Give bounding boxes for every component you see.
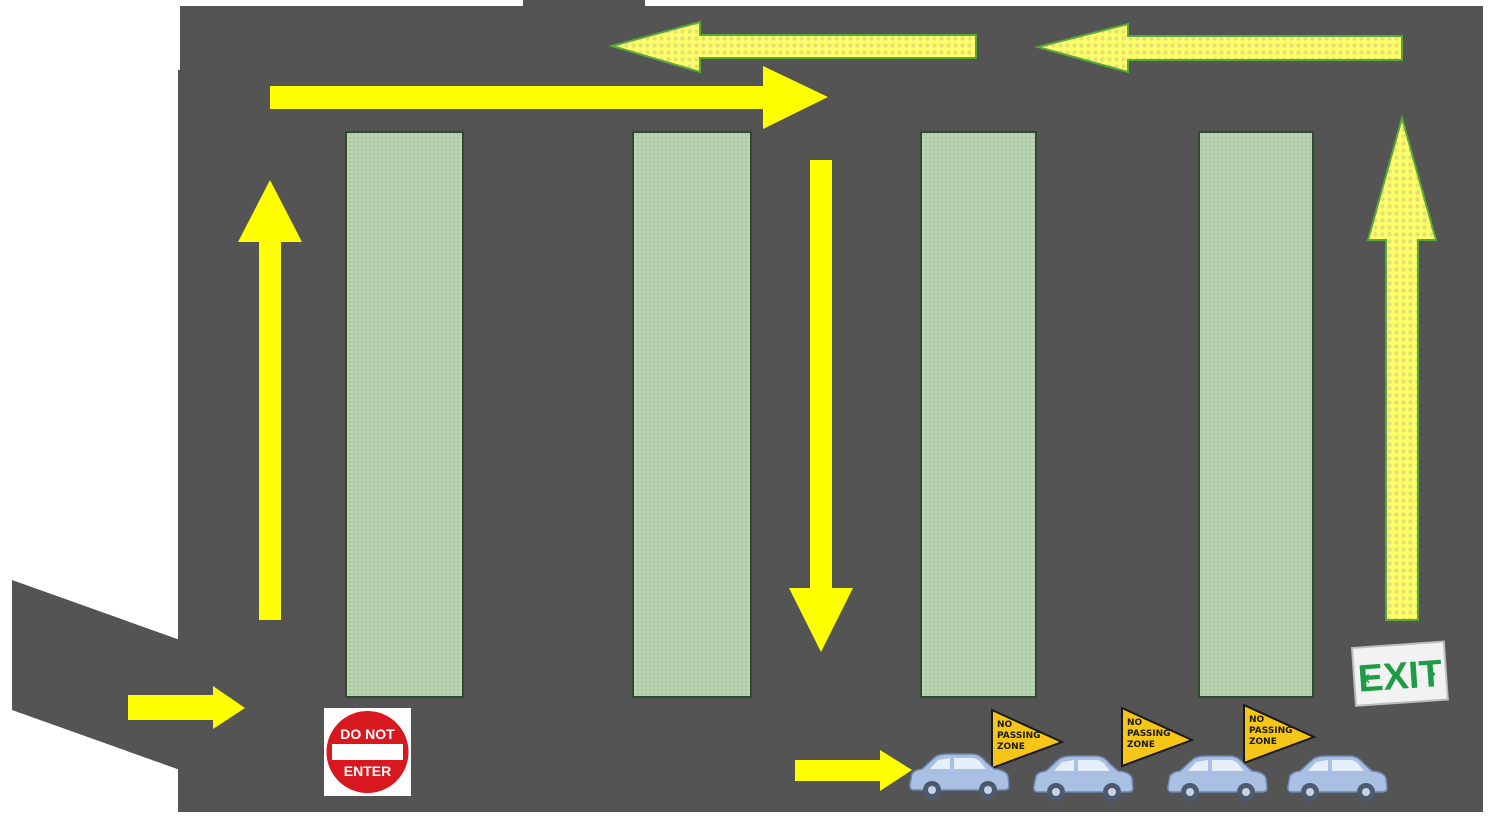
no-passing-zone-sign: NO PASSING ZONE bbox=[991, 708, 1065, 770]
car-queue bbox=[909, 753, 1388, 801]
no-passing-line1: NO bbox=[997, 720, 1013, 730]
no-passing-line3: ZONE bbox=[1127, 740, 1155, 750]
exit-sign: EXIT ‹ › bbox=[1350, 640, 1449, 707]
no-passing-zone-sign: NO PASSING ZONE bbox=[1243, 703, 1317, 765]
no-passing-line1: NO bbox=[1127, 718, 1143, 728]
exit-left-chevron-icon: ‹ bbox=[1361, 666, 1372, 692]
no-passing-zone-sign: NO PASSING ZONE bbox=[1121, 706, 1195, 768]
no-passing-line3: ZONE bbox=[1249, 737, 1277, 747]
exit-label: EXIT bbox=[1357, 653, 1444, 701]
arrow-top-right bbox=[270, 66, 828, 129]
island-3 bbox=[920, 131, 1037, 698]
arrow-exit-up bbox=[1366, 114, 1438, 621]
exit-route-arrows bbox=[608, 20, 1438, 621]
no-passing-line2: PASSING bbox=[1127, 729, 1171, 739]
car-icon bbox=[1287, 755, 1388, 801]
arrow-entry-right bbox=[128, 686, 245, 729]
arrow-exit-left-1 bbox=[1034, 22, 1403, 74]
car-icon bbox=[1033, 755, 1134, 801]
arrow-down-center bbox=[789, 160, 853, 652]
arrow-up-left-lane bbox=[238, 180, 302, 620]
no-passing-line2: PASSING bbox=[997, 731, 1041, 741]
island-1 bbox=[345, 131, 464, 698]
do-not-enter-line1: DO NOT bbox=[340, 726, 395, 742]
no-passing-line2: PASSING bbox=[1249, 726, 1293, 736]
traffic-arrows bbox=[128, 66, 912, 791]
do-not-enter-sign: DO NOT ENTER bbox=[324, 708, 411, 796]
arrow-exit-left-2 bbox=[608, 20, 977, 74]
island-4 bbox=[1198, 131, 1314, 698]
car-icon bbox=[909, 753, 1010, 799]
do-not-enter-line2: ENTER bbox=[344, 763, 391, 779]
no-passing-line1: NO bbox=[1249, 715, 1265, 725]
no-passing-line3: ZONE bbox=[997, 742, 1025, 752]
exit-right-chevron-icon: › bbox=[1427, 661, 1438, 687]
car-icon bbox=[1167, 755, 1268, 801]
island-2 bbox=[632, 131, 752, 698]
arrow-queue-right bbox=[795, 750, 912, 791]
parking-islands bbox=[345, 131, 1314, 698]
